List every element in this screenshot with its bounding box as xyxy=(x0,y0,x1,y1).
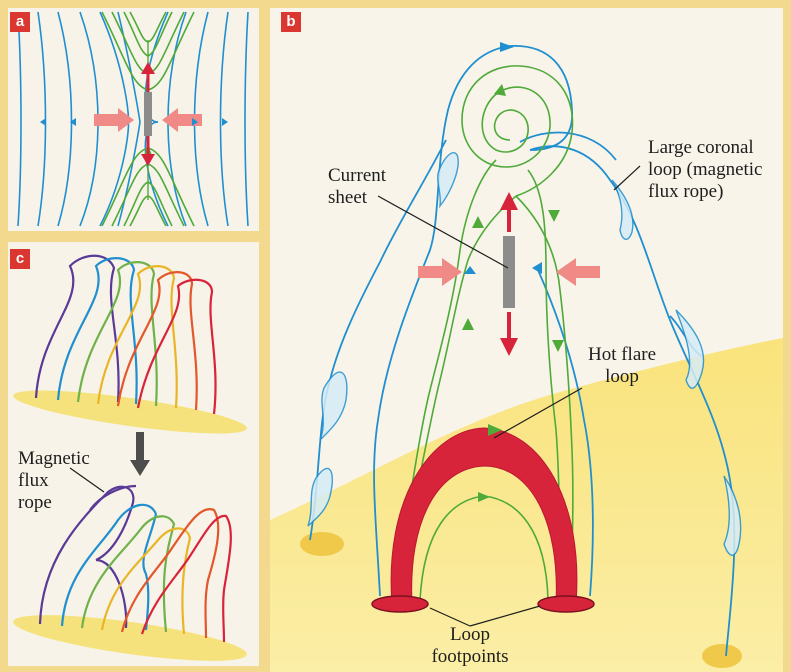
current-sheet-label: Current sheet xyxy=(328,165,386,209)
hot-flare-loop-label-line: Hot flare xyxy=(580,344,664,366)
panel-a xyxy=(8,8,259,231)
footpoint-left xyxy=(372,596,428,612)
hot-flare-loop-label: Hot flare loop xyxy=(580,344,664,388)
panel-a-tag: a xyxy=(10,12,30,32)
panel-b-tag: b xyxy=(281,12,301,32)
large-coronal-loop-label: Large coronal loop (magnetic flux rope) xyxy=(648,137,763,203)
panel-b xyxy=(270,8,783,672)
magnetic-flux-rope-label: Magnetic flux rope xyxy=(18,448,90,514)
magnetic-flux-rope-label-line: rope xyxy=(18,492,90,514)
loop-footpoints-label-line: Loop xyxy=(420,624,520,646)
current-sheet xyxy=(503,236,515,308)
magnetic-flux-rope-label-line: flux xyxy=(18,470,90,492)
panel-c-tag: c xyxy=(10,249,30,269)
footpoint-blob-left xyxy=(300,532,344,556)
current-sheet-label-line: sheet xyxy=(328,187,386,209)
panel-a-current-sheet xyxy=(144,92,152,136)
footpoint-right xyxy=(538,596,594,612)
current-sheet-label-line: Current xyxy=(328,165,386,187)
large-coronal-loop-label-line: loop (magnetic xyxy=(648,159,763,181)
footpoint-blob-right xyxy=(702,644,742,668)
magnetic-flux-rope-label-line: Magnetic xyxy=(18,448,90,470)
large-coronal-loop-label-line: flux rope) xyxy=(648,181,763,203)
large-coronal-loop-label-line: Large coronal xyxy=(648,137,763,159)
hot-flare-loop-label-line: loop xyxy=(580,366,664,388)
loop-footpoints-label-line: footpoints xyxy=(420,646,520,668)
loop-footpoints-label: Loop footpoints xyxy=(420,624,520,668)
